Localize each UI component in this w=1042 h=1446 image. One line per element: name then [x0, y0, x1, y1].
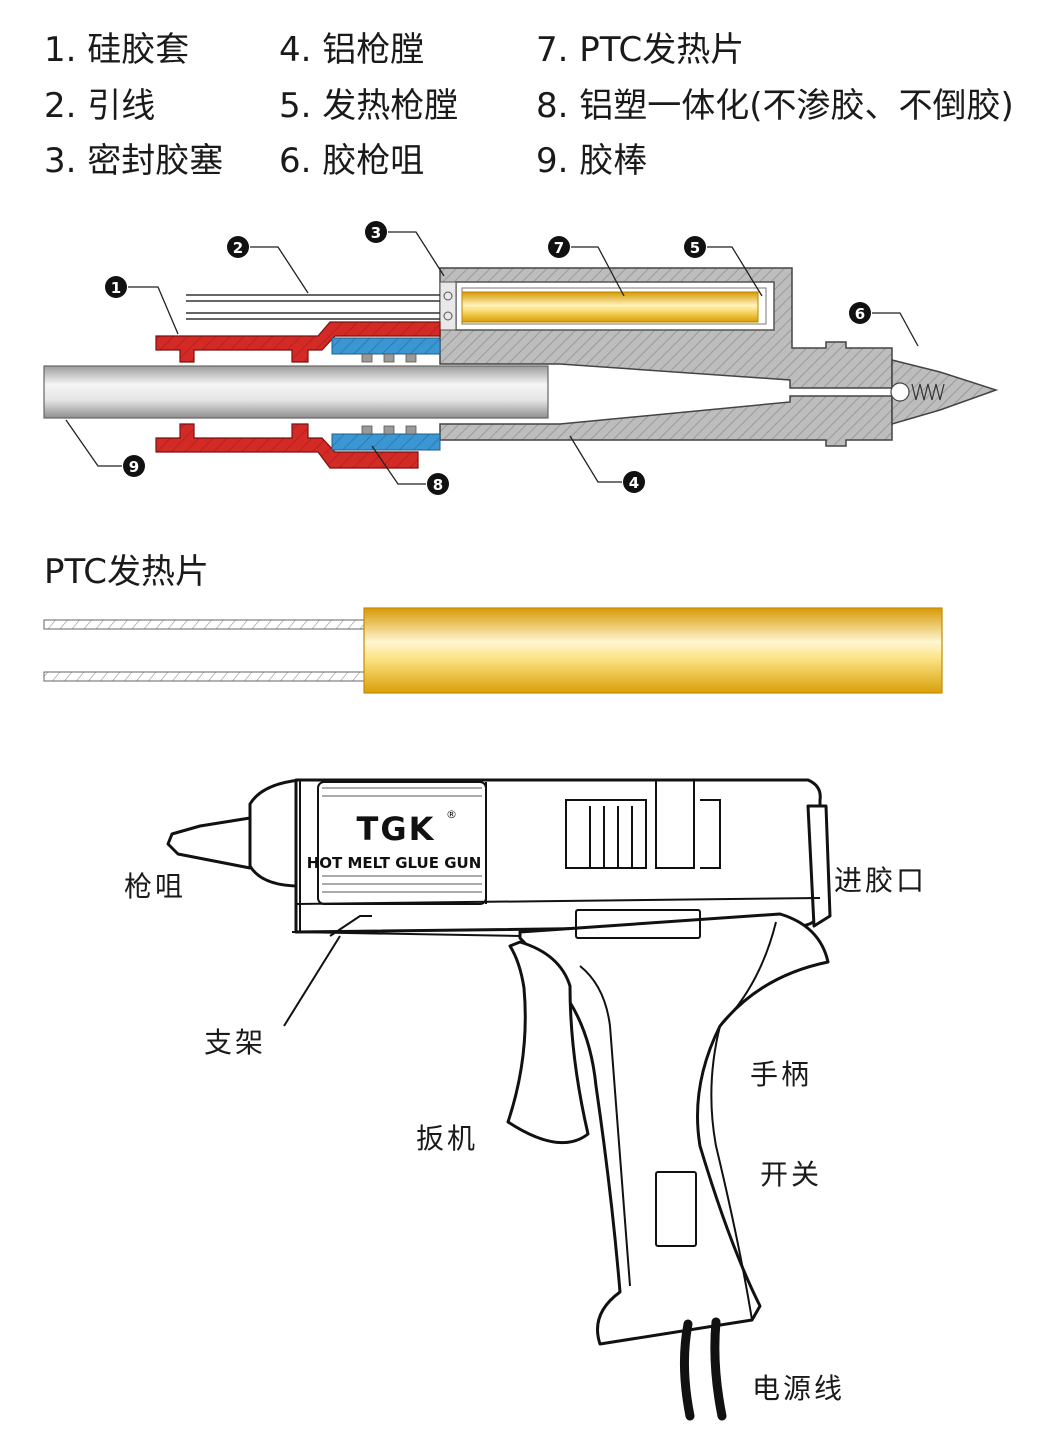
ptc-lead-wire-upper: [43, 619, 365, 630]
callout-9-label: 9: [129, 458, 139, 476]
legend-item-2: 2. 引线: [44, 86, 156, 126]
callout-4-label: 4: [629, 474, 639, 492]
callout-8: [427, 473, 449, 495]
label-glue-inlet: 进胶口: [834, 864, 928, 897]
callout-9: [123, 455, 145, 477]
legend-item-8: 8. 铝塑一体化(不渗胶、不倒胶): [536, 86, 1014, 126]
nozzle-6: [891, 359, 999, 425]
alu-plastic-part-8-upper: [331, 337, 441, 355]
ptc-heater-7: [461, 291, 759, 323]
callout-markers: [105, 221, 871, 495]
label-switch: 开关: [760, 1158, 823, 1191]
brand-tagline: HOT MELT GLUE GUN: [307, 854, 482, 872]
gun-nozzle: [166, 816, 252, 870]
lead-wires-2: [186, 294, 440, 320]
callout-6: [849, 302, 871, 324]
legend-item-7: 7. PTC发热片: [536, 30, 745, 70]
callout-1: [105, 276, 127, 298]
legend-item-3: 3. 密封胶塞: [44, 141, 224, 181]
ptc-heater-detail: [43, 607, 943, 694]
registered-mark: ®: [446, 808, 457, 821]
callout-1-label: 1: [111, 279, 121, 297]
cross-section-diagram: 1 2 3 4 5 6 7 8 9: [43, 221, 999, 495]
ptc-section-title: PTC发热片: [44, 552, 210, 592]
callout-3-label: 3: [371, 224, 381, 242]
label-trigger: 扳机: [416, 1122, 479, 1155]
legend-item-1: 1. 硅胶套: [44, 30, 190, 70]
silicone-sleeve-1-upper: [155, 321, 441, 363]
callout-2-label: 2: [233, 239, 243, 257]
ptc-element: [363, 607, 943, 694]
glue-gun-illustration: TGK ® HOT MELT GLUE GUN: [166, 778, 832, 1421]
brand-logo: TGK: [357, 810, 436, 848]
callout-5-label: 5: [690, 239, 700, 257]
label-power-cord: 电源线: [752, 1372, 846, 1405]
legend-item-9: 9. 胶棒: [536, 141, 648, 181]
seal-plug-3: [439, 281, 457, 331]
gun-handle: [518, 912, 830, 1346]
label-stand: 支架: [204, 1026, 267, 1059]
glue-stick-9: [43, 365, 549, 419]
label-nozzle: 枪咀: [124, 870, 187, 903]
gun-trigger: [506, 940, 590, 1145]
legend-item-5: 5. 发热枪膛: [279, 86, 459, 126]
aluminum-barrel-lower: [439, 395, 893, 447]
legend-item-6: 6. 胶枪咀: [279, 141, 425, 181]
alu-plastic-part-8-lower: [331, 433, 441, 451]
callout-6-label: 6: [855, 305, 865, 323]
callout-7: [548, 236, 570, 258]
label-handle: 手柄: [750, 1058, 813, 1091]
callout-2: [227, 236, 249, 258]
callout-3: [365, 221, 387, 243]
callout-8-label: 8: [433, 476, 443, 494]
callout-7-label: 7: [554, 239, 564, 257]
callout-5: [684, 236, 706, 258]
legend-item-4: 4. 铝枪膛: [279, 30, 425, 70]
silicone-sleeve-1-lower: [155, 423, 419, 469]
callout-4: [623, 471, 645, 493]
ptc-lead-wire-lower: [43, 671, 365, 682]
